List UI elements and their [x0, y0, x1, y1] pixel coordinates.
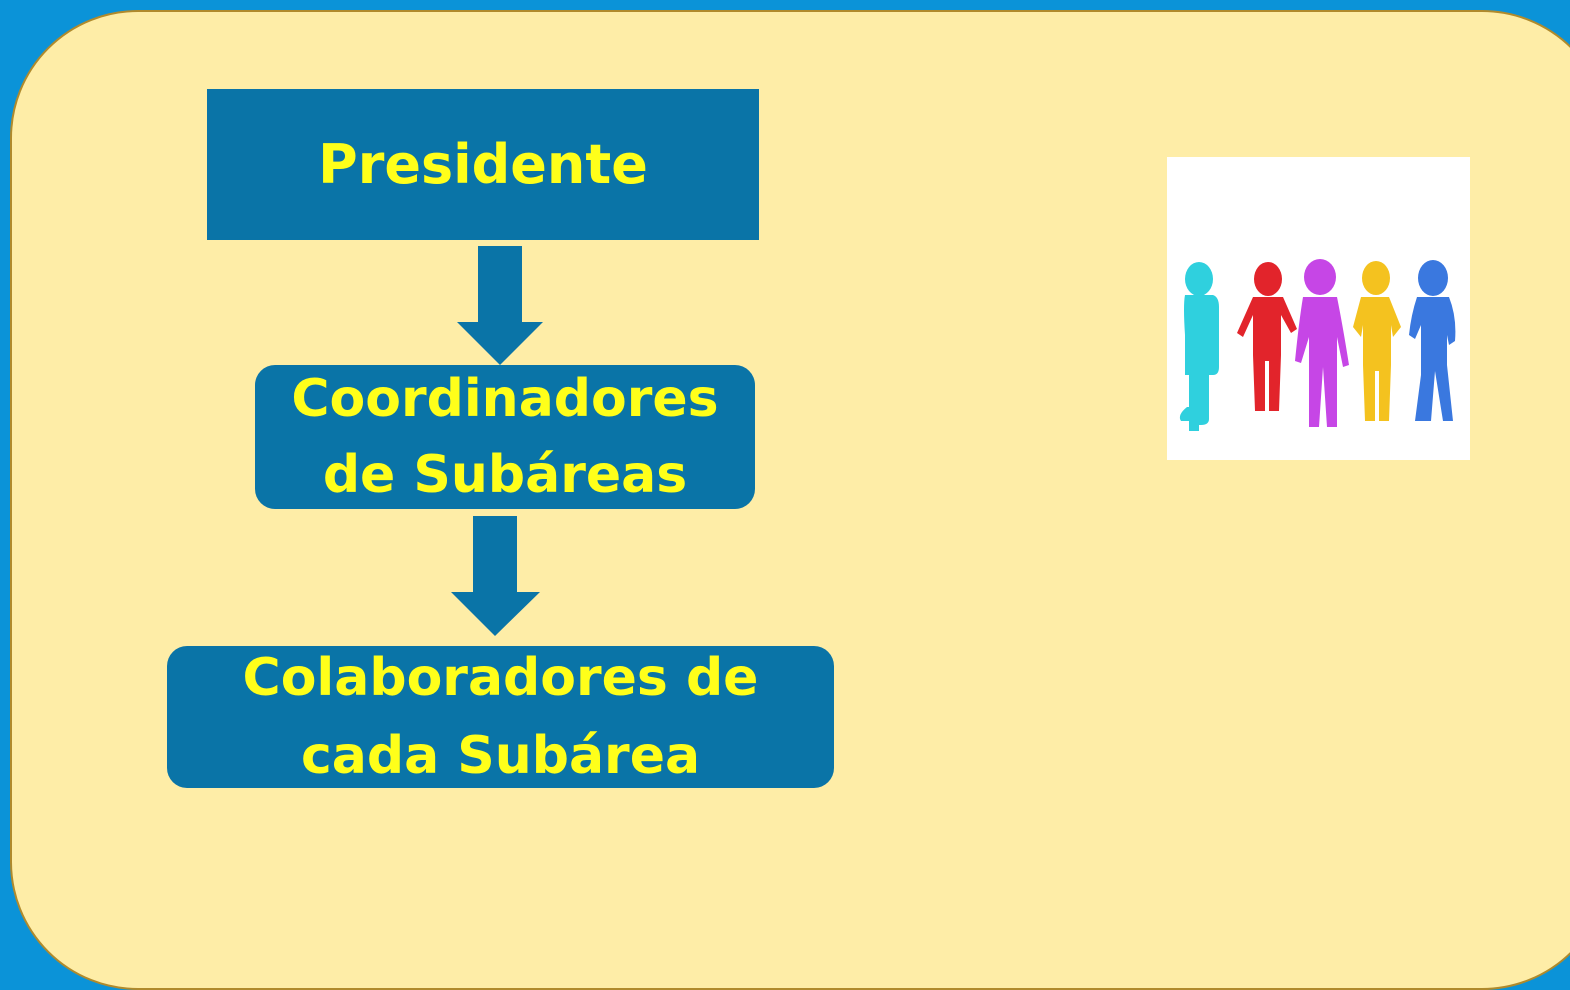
box-presidente: Presidente: [207, 89, 759, 240]
box-label-coordinadores: Coordinadores de Subáreas: [291, 369, 719, 505]
arrow-down-icon: [457, 246, 543, 365]
box-coordinadores: Coordinadores de Subáreas: [255, 365, 755, 509]
box-label-colaboradores: Colaboradores de cada Subárea: [242, 648, 759, 786]
box-colaboradores: Colaboradores de cada Subárea: [167, 646, 834, 788]
arrow-down-icon: [451, 516, 540, 636]
box-label-presidente: Presidente: [318, 133, 648, 196]
people-group-icon: [1179, 259, 1456, 431]
people-group-image: [1167, 157, 1470, 460]
